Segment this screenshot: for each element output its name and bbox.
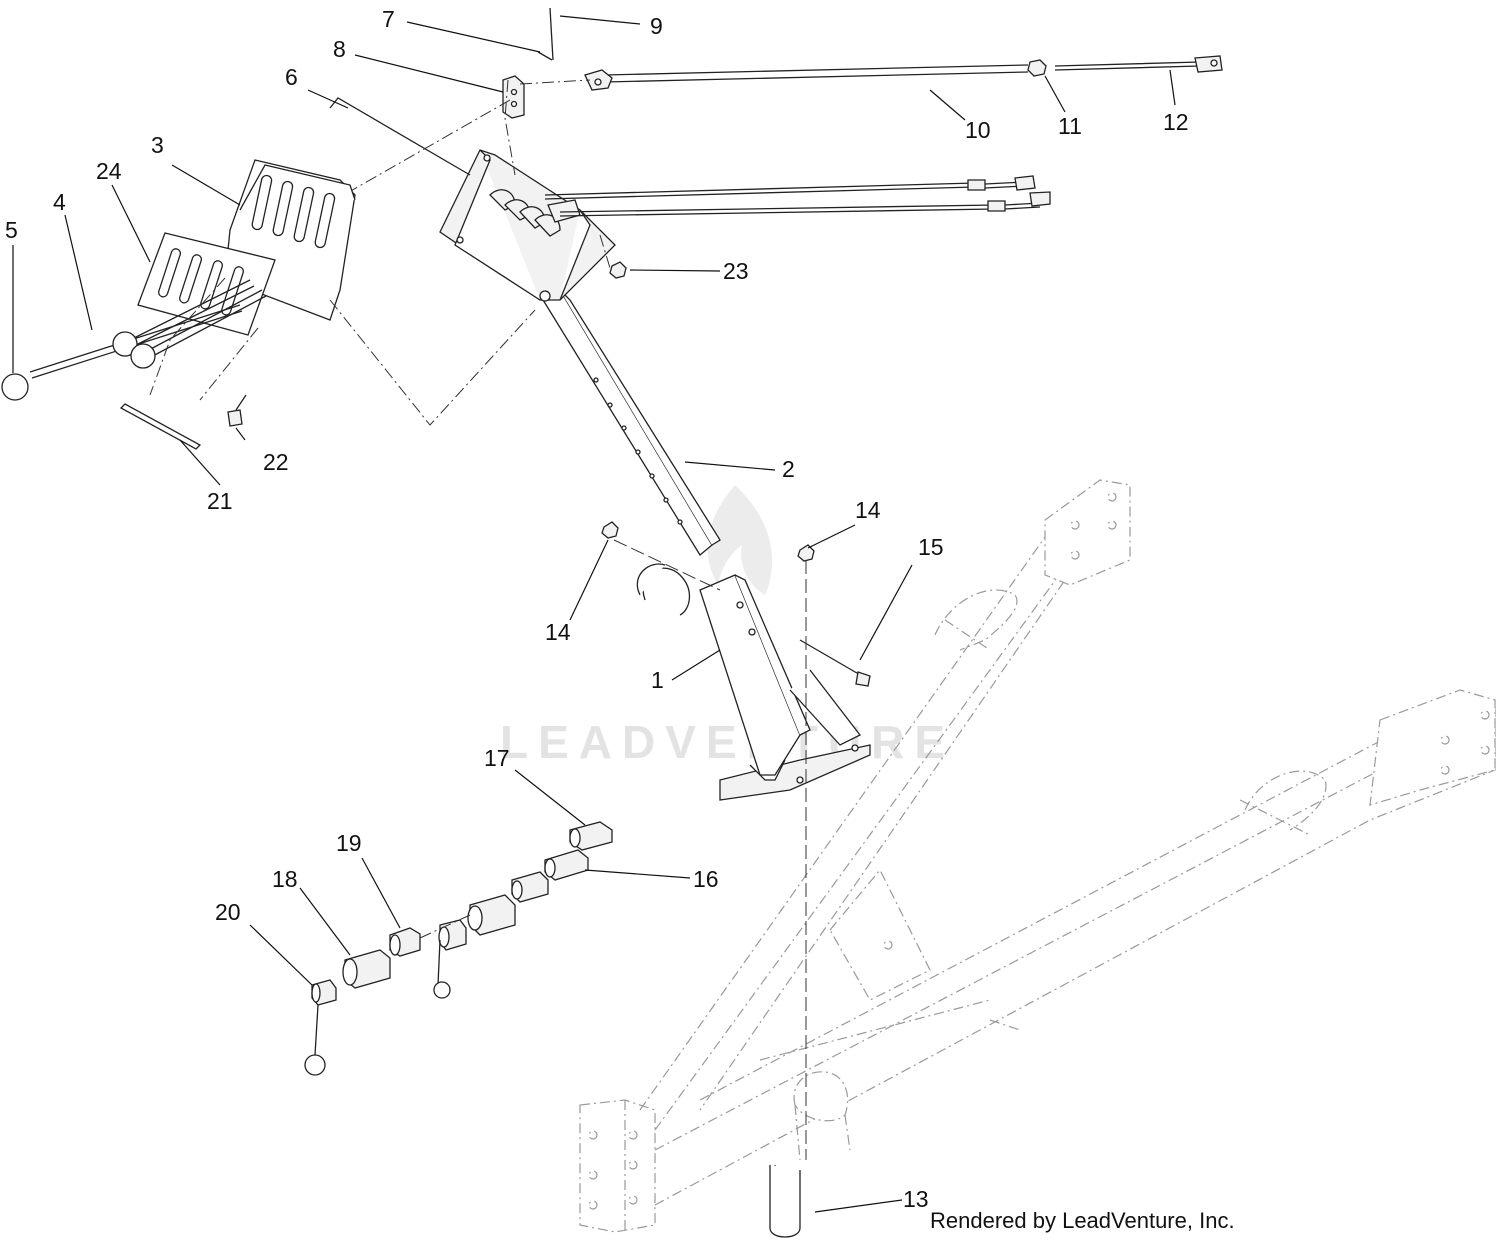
knob-5	[1, 373, 29, 401]
nut-14-left	[601, 521, 619, 539]
callout-19: 19	[336, 830, 362, 856]
callout-13: 13	[903, 1186, 929, 1212]
lever-handles	[112, 279, 267, 369]
nut-23	[609, 261, 627, 279]
callout-9: 9	[650, 13, 663, 39]
leader-lines	[12, 15, 1176, 1213]
callout-17: 17	[484, 745, 510, 771]
rod-6	[329, 97, 471, 176]
callout-labels: 1 2 3 4 5 6 7 8 9 10 11 12 13 14 14 15 1…	[5, 6, 1189, 1212]
callout-18: 18	[272, 866, 298, 892]
coupler-17	[569, 821, 613, 851]
support-tube	[538, 289, 721, 556]
callout-15: 15	[918, 534, 944, 560]
adapter-19	[389, 927, 421, 957]
callout-14-left: 14	[545, 619, 571, 645]
callout-22: 22	[263, 449, 289, 475]
callout-5: 5	[5, 217, 18, 243]
coupler-18	[342, 949, 391, 989]
hitch-frame	[579, 479, 1496, 1233]
quick-coupler-mid	[433, 894, 516, 999]
callout-12: 12	[1163, 109, 1189, 135]
watermark-text: LEADVENTURE	[500, 716, 955, 768]
screw-22	[227, 394, 247, 427]
rod-end-12	[1054, 55, 1223, 73]
callout-1: 1	[651, 667, 664, 693]
control-housing	[439, 149, 616, 302]
pin-7	[537, 51, 553, 61]
jam-nut-11	[1027, 59, 1047, 77]
nut-14-right	[797, 544, 815, 562]
callout-24: 24	[96, 158, 122, 184]
bolt-15	[799, 639, 871, 687]
mounting-stand	[636, 563, 871, 801]
fitting-16	[511, 849, 589, 903]
control-rods-lower	[544, 175, 1051, 217]
callout-6: 6	[285, 64, 298, 90]
u-bolt	[769, 1165, 801, 1238]
callout-23: 23	[723, 258, 749, 284]
callout-16: 16	[693, 866, 719, 892]
render-credit: Rendered by LeadVenture, Inc.	[930, 1208, 1235, 1233]
callout-11: 11	[1058, 113, 1082, 139]
watermark: LEADVENTURE	[500, 485, 955, 768]
callout-2: 2	[782, 456, 795, 482]
callout-4: 4	[53, 189, 66, 215]
gasket-strip-21	[119, 403, 202, 450]
dust-cap-20	[304, 979, 337, 1076]
control-rod-10	[604, 64, 1029, 83]
callout-20: 20	[215, 899, 241, 925]
clevis-7	[584, 69, 613, 91]
callout-14-right: 14	[855, 497, 881, 523]
callout-3: 3	[151, 132, 164, 158]
callout-8: 8	[333, 36, 346, 62]
pin-9	[549, 7, 554, 61]
callout-21: 21	[207, 488, 233, 514]
callout-10: 10	[965, 117, 991, 143]
callout-7: 7	[382, 6, 395, 32]
block-8	[502, 75, 525, 119]
